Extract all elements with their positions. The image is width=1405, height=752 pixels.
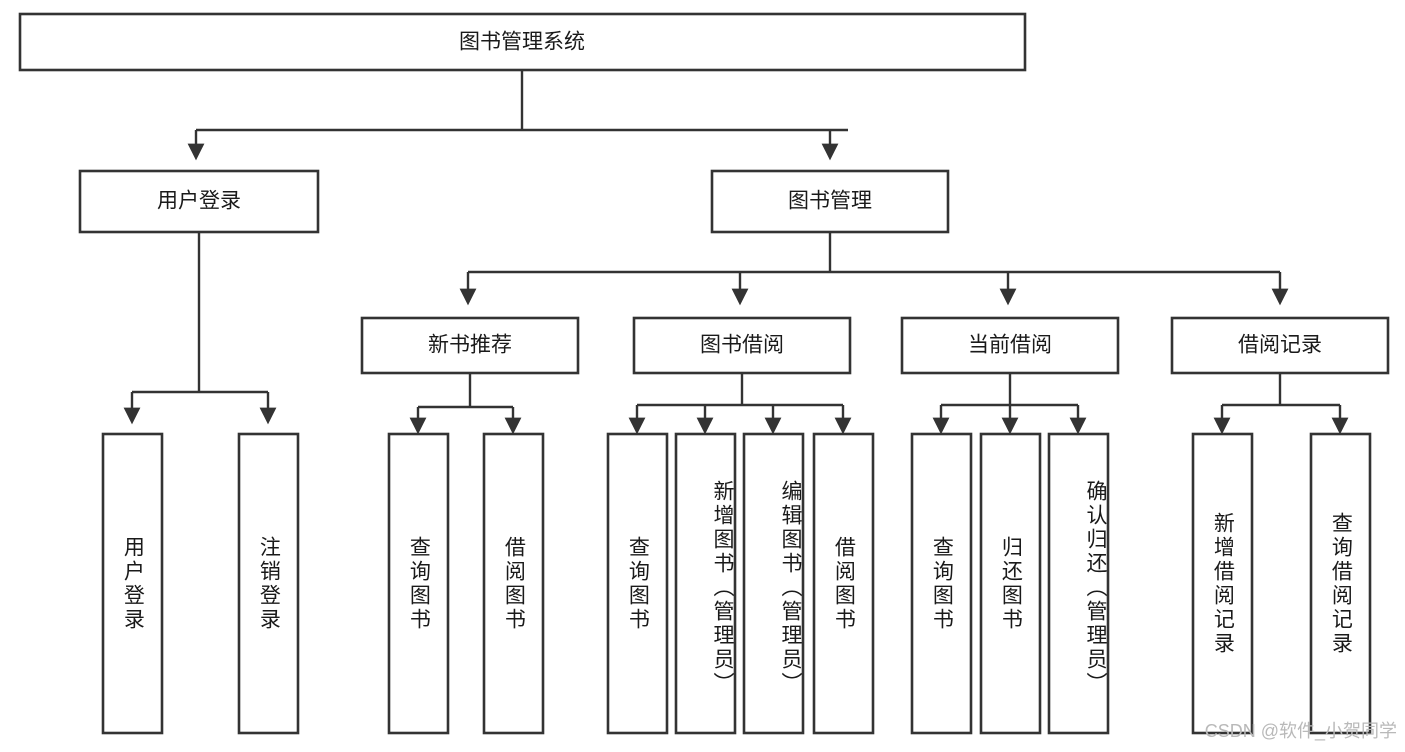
connector-group-book-manage [459,232,1289,306]
leaf-box[interactable] [237,432,300,735]
leaf-box[interactable] [979,432,1042,735]
node-new-book-recommend[interactable]: 新书推荐 [360,316,580,375]
leaf-box[interactable] [812,432,875,735]
connector-group-new-book [409,373,522,435]
leaf-box[interactable] [1309,432,1372,735]
connector-group-borrow [628,373,852,435]
csdn-watermark: CSDN @软件_小贺同学 [1204,721,1397,741]
leaf-box[interactable] [101,432,164,735]
node-user-login[interactable]: 用户登录 [78,169,320,234]
node-current-borrow-label: 当前借阅 [968,334,1052,357]
node-borrow-record[interactable]: 借阅记录 [1170,316,1390,375]
node-current-borrow[interactable]: 当前借阅 [900,316,1120,375]
connector-group-root [187,70,848,161]
leaf-box[interactable] [1047,432,1110,735]
node-borrow-record-label: 借阅记录 [1238,334,1322,357]
node-user-login-label: 用户登录 [157,190,241,213]
leaf-box[interactable] [742,432,805,735]
node-book-borrow-label: 图书借阅 [700,334,784,357]
leaf-box[interactable] [910,432,973,735]
leaf-box[interactable] [1191,432,1254,735]
leaf-box[interactable] [387,432,450,735]
node-book-manage-label: 图书管理 [788,190,872,213]
node-root-label: 图书管理系统 [459,31,585,54]
leaf-box[interactable] [674,432,737,735]
node-book-borrow[interactable]: 图书借阅 [632,316,852,375]
node-book-manage[interactable]: 图书管理 [710,169,950,234]
connector-group-current-borrow [932,373,1087,435]
leaf-box[interactable] [606,432,669,735]
connector-group-borrow-record [1213,373,1349,435]
leaf-box[interactable] [482,432,545,735]
leaf-box-group [101,432,1372,735]
node-root[interactable]: 图书管理系统 [18,12,1027,72]
connector-group-user-login [123,232,277,425]
node-new-book-recommend-label: 新书推荐 [428,334,512,357]
